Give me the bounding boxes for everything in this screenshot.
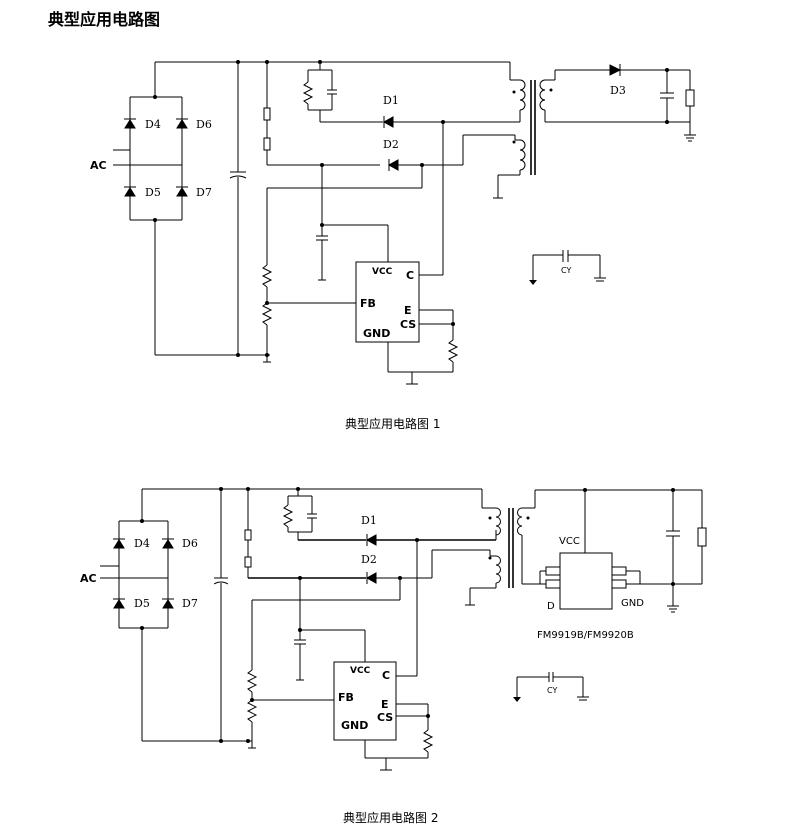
- label-ic-vcc: VCC: [372, 267, 393, 277]
- label-ic-c: C: [406, 269, 414, 282]
- diagram-1-junctions: [153, 60, 669, 357]
- label-d6: D6: [196, 118, 212, 131]
- label-ic-fb: FB: [360, 297, 376, 310]
- figure-1-caption: 典型应用电路图 1: [345, 417, 441, 431]
- label-d3: D3: [610, 84, 626, 97]
- diagram-1-wiring: [113, 61, 696, 385]
- page-title: 典型应用电路图: [48, 10, 161, 29]
- label-ac: AC: [90, 159, 107, 172]
- label-ic-e: E: [404, 304, 412, 317]
- figure-2-caption: 典型应用电路图 2: [343, 811, 439, 825]
- label-ic-cs: CS: [400, 318, 416, 331]
- label-ic-gnd: GND: [363, 327, 390, 340]
- label-d5: D5: [145, 186, 161, 199]
- label-d7: D7: [196, 186, 212, 199]
- label-d1: D1: [383, 94, 399, 107]
- label-d2: D2: [383, 138, 399, 151]
- diagram-1-labels: AC D4 D6 D5 D7 D1 D2 D3 VCC C FB E CS GN…: [90, 84, 626, 340]
- label-d4: D4: [145, 118, 161, 131]
- label-cy: CY: [561, 266, 571, 275]
